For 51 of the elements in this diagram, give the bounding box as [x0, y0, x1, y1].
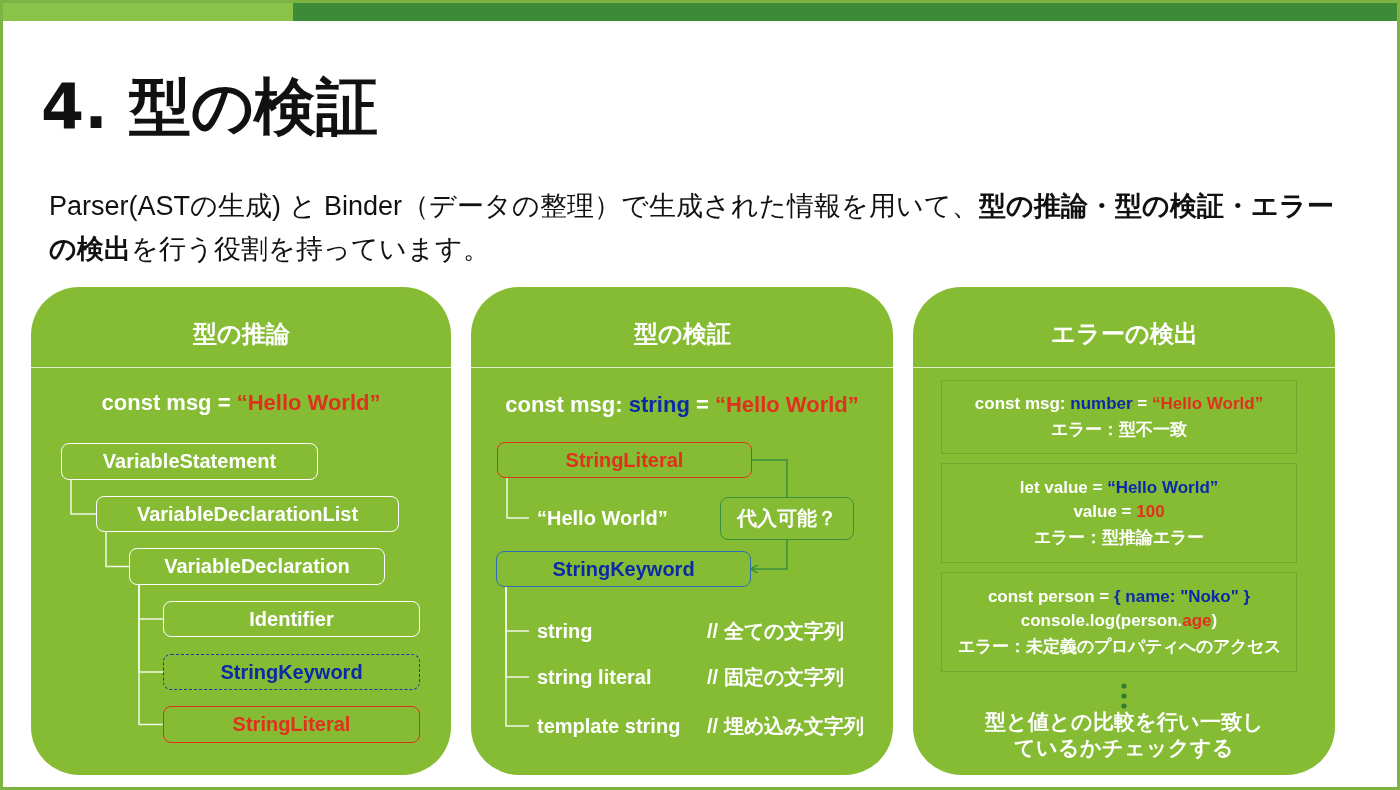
node-label: VariableStatement — [102, 450, 277, 473]
type-name: template string — [537, 714, 682, 738]
syntax-node-box — [96, 496, 399, 532]
code-line: const msg = “Hello World” — [101, 389, 381, 417]
slide-title: 4. 型の検証 — [41, 69, 379, 145]
syntax-node-box — [163, 706, 420, 743]
panel-card — [471, 287, 893, 775]
syntax-node-box — [163, 601, 420, 637]
code-line: const msg: number = “Hello World” — [974, 393, 1264, 414]
code-line: value = 100 — [1073, 501, 1165, 522]
syntax-node-box — [497, 442, 752, 478]
error-message: エラー：型推論エラー — [1034, 526, 1204, 549]
node-label: VariableDeclarationList — [136, 502, 359, 526]
node-label: StringKeyword — [220, 660, 363, 684]
code-comment: // 埋め込み文字列 — [707, 713, 864, 739]
type-name: string — [537, 619, 594, 643]
connector-line — [105, 531, 130, 568]
node-label: StringLiteral — [565, 448, 684, 472]
summary-text: 型と値との比較を行い一致しているかチェックする — [983, 709, 1265, 762]
node-label: Identifier — [249, 607, 334, 631]
code-line: console.log(person.age) — [1020, 610, 1218, 631]
code-line: let value = “Hello World” — [1019, 477, 1219, 498]
panel-heading: 型の検証 — [633, 319, 731, 349]
connector-line — [138, 584, 164, 726]
connector-line — [505, 586, 530, 727]
arrow — [749, 539, 788, 574]
syntax-node-box — [129, 548, 385, 585]
panel-heading: エラーの検出 — [1050, 319, 1198, 349]
connector-line — [751, 459, 788, 498]
code-comment: // 固定の文字列 — [707, 664, 844, 690]
node-label: VariableDeclaration — [164, 555, 350, 578]
type-name: string literal — [537, 665, 653, 689]
panel-card — [913, 287, 1335, 775]
code-comment: // 全ての文字列 — [707, 618, 844, 644]
code-line: const person = { name: "Noko" } — [987, 586, 1251, 607]
syntax-node-box — [61, 443, 318, 480]
syntax-node-box — [496, 551, 751, 587]
node-label: 代入可能？ — [737, 506, 837, 531]
panel-heading: 型の推論 — [192, 319, 290, 349]
node-label: StringKeyword — [552, 557, 695, 581]
node-label: StringLiteral — [232, 713, 351, 736]
error-message: エラー：未定義のプロパティへのアクセス — [957, 635, 1281, 658]
syntax-node-box — [163, 654, 420, 690]
code-line: const msg: string = “Hello World” — [505, 391, 859, 419]
error-message: エラー：型不一致 — [1051, 418, 1187, 441]
description-text: Parser(ASTの生成) と Binder（データの整理）で生成された情報を用いて、型の推論・型の検証・エラーの検出を行う役割を持っています。 — [49, 190, 1336, 267]
panel-card — [31, 287, 451, 775]
string-value: “Hello World” — [529, 503, 679, 533]
connector-line — [506, 477, 530, 519]
syntax-node-box — [720, 497, 854, 540]
connector-line — [70, 479, 97, 515]
